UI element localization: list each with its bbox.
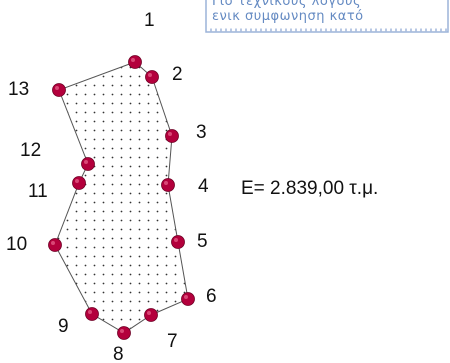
vertex-point-11	[72, 176, 86, 190]
vertex-label-3: 3	[196, 122, 207, 143]
vertex-highlight-13	[55, 86, 59, 90]
vertex-label-1: 1	[144, 10, 155, 31]
stamp: Γιο τεχνικούς λόγους ενικ συμφωνηση κατό	[202, 0, 450, 36]
vertex-point-12	[81, 157, 95, 171]
vertex-label-11: 11	[28, 181, 48, 202]
vertex-label-7: 7	[167, 331, 178, 352]
vertex-point-8	[117, 326, 131, 340]
vertex-highlight-9	[88, 310, 92, 314]
vertex-point-6	[181, 292, 195, 306]
vertex-point-4	[161, 178, 175, 192]
area-label: E= 2.839,00 τ.μ.	[241, 178, 379, 199]
vertex-label-6: 6	[206, 286, 217, 307]
vertex-highlight-11	[75, 179, 79, 183]
vertex-highlight-12	[84, 160, 88, 164]
vertex-point-3	[165, 129, 179, 143]
stamp-text-line-1: Γιο τεχνικούς λόγους	[212, 0, 362, 9]
vertex-highlight-3	[168, 132, 172, 136]
vertex-highlight-7	[147, 311, 151, 315]
vertex-point-9	[85, 307, 99, 321]
stamp-text-line-2: ενικ συμφωνηση κατό	[212, 9, 364, 24]
vertex-label-5: 5	[197, 231, 208, 252]
vertex-highlight-8	[120, 329, 124, 333]
vertex-label-4: 4	[198, 176, 209, 197]
vertex-point-5	[171, 235, 185, 249]
vertex-label-2: 2	[172, 64, 183, 85]
vertex-highlight-6	[184, 295, 188, 299]
vertex-label-12: 12	[20, 140, 41, 161]
vertex-highlight-4	[164, 181, 168, 185]
vertex-label-8: 8	[113, 344, 124, 363]
vertex-point-13	[52, 83, 66, 97]
vertex-label-9: 9	[58, 316, 69, 337]
vertex-label-10: 10	[6, 234, 27, 255]
vertex-point-1	[128, 55, 142, 69]
stamp-frame	[205, 0, 449, 33]
vertex-point-2	[145, 70, 159, 84]
vertex-highlight-1	[131, 58, 135, 62]
parcel-polygon	[54, 61, 189, 334]
vertex-point-10	[48, 238, 62, 252]
vertex-highlight-10	[51, 241, 55, 245]
vertex-label-13: 13	[8, 79, 29, 100]
vertex-layer	[48, 55, 195, 340]
vertex-point-7	[144, 308, 158, 322]
vertex-highlight-5	[174, 238, 178, 242]
vertex-highlight-2	[148, 73, 152, 77]
